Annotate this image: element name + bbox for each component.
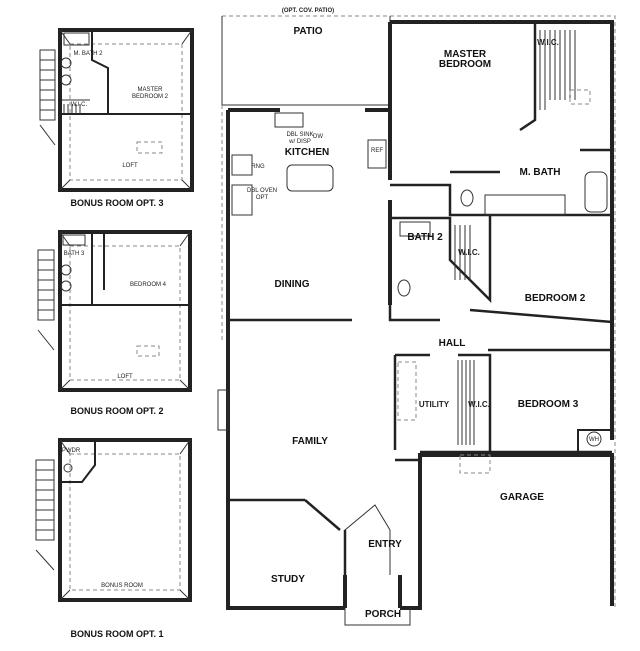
room-label-bedroom-3: BEDROOM 3 — [518, 399, 579, 410]
room-label-wic-3: W.I.C. — [468, 400, 490, 409]
bonus-room-opt-2: BATH 3 BEDROOM 4 LOFT BONUS ROOM OPT. 2 — [37, 230, 192, 416]
room-label: BATH 3 — [64, 251, 85, 257]
room-label-entry: ENTRY — [368, 539, 402, 550]
room-label: W.I.C. — [71, 102, 88, 108]
room-label-dining: DINING — [275, 279, 310, 290]
fixture-label: RNG — [251, 164, 265, 170]
main-floor-plan: DBL SINK w/ DISP DW RNG DBL OVEN OPT REF… — [217, 8, 616, 626]
room-label: PWDR — [62, 448, 81, 454]
patio-note: (OPT. COV. PATIO) — [282, 8, 334, 14]
bonus-room-caption: BONUS ROOM OPT. 1 — [70, 629, 163, 639]
room-label-utility: UTILITY — [419, 400, 450, 409]
room-label-wic-2: W.I.C. — [458, 248, 480, 257]
room-label-master-bedroom: MASTER — [444, 49, 487, 60]
room-label-patio: PATIO — [293, 26, 322, 37]
room-label-master-wic: W.I.C. — [537, 38, 559, 47]
room-label-hall: HALL — [439, 338, 466, 349]
room-label: BONUS ROOM — [101, 583, 143, 589]
bonus-room-opt-3: M. BATH 2 MASTER BEDROOM 2 W.I.C. LOFT B… — [39, 28, 194, 208]
room-label: BEDROOM 4 — [130, 282, 167, 288]
room-label-m-bath: M. BATH — [520, 167, 561, 178]
fixture-label: DW — [313, 134, 323, 140]
fixture-label: WH — [589, 437, 599, 443]
room-label-kitchen: KITCHEN — [285, 147, 329, 158]
fixture-label: w/ DISP — [288, 139, 311, 145]
fixture-label: OPT — [256, 195, 269, 201]
room-label: MASTER — [137, 87, 163, 93]
room-label: M. BATH 2 — [74, 51, 104, 57]
bonus-room-opt-1: PWDR BONUS ROOM BONUS ROOM OPT. 1 — [35, 438, 192, 639]
room-label-garage: GARAGE — [500, 492, 544, 503]
fixture-label: DBL SINK — [286, 132, 313, 138]
fixture-label: REF — [371, 148, 383, 154]
room-label-family: FAMILY — [292, 436, 328, 447]
bonus-room-caption: BONUS ROOM OPT. 3 — [70, 198, 163, 208]
bonus-room-caption: BONUS ROOM OPT. 2 — [70, 406, 163, 416]
room-label: BEDROOM 2 — [132, 94, 169, 100]
room-label-bedroom-2: BEDROOM 2 — [525, 293, 586, 304]
room-label-master-bedroom: BEDROOM — [439, 59, 491, 70]
room-label-study: STUDY — [271, 574, 305, 585]
room-label-porch: PORCH — [365, 609, 401, 620]
room-label: LOFT — [122, 163, 138, 169]
room-label: LOFT — [117, 374, 133, 380]
room-label-bath-2: BATH 2 — [407, 232, 443, 243]
fixture-label: DBL OVEN — [247, 188, 277, 194]
